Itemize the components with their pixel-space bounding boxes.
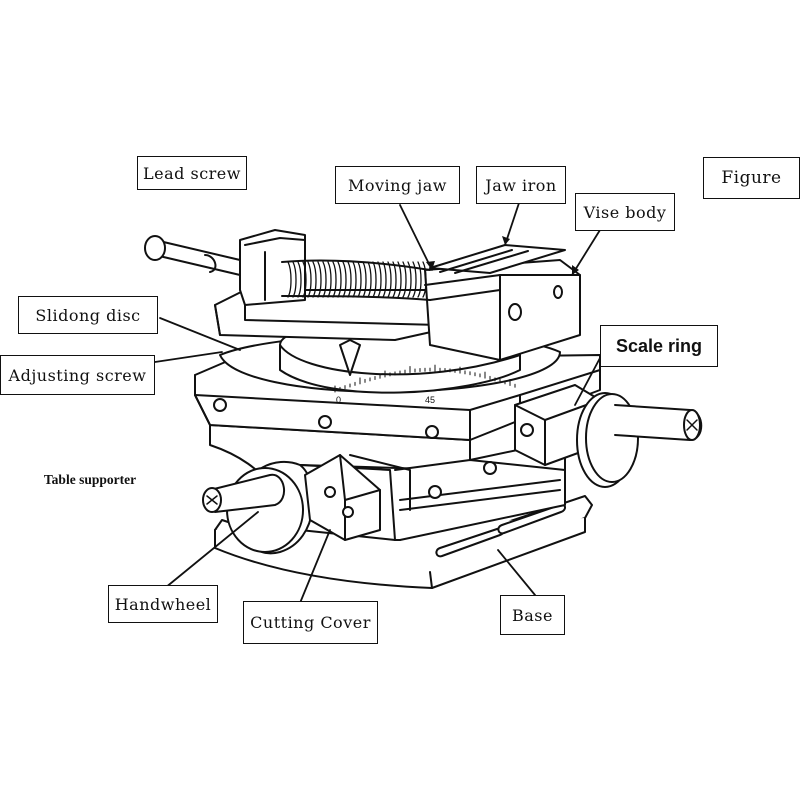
screw-thread (297, 261, 302, 298)
leader-scale-ring (574, 357, 601, 406)
label-scale-ring: Scale ring (600, 325, 718, 367)
label-lead-screw: Lead screw (137, 156, 247, 190)
scale-45-label: 45 (425, 395, 435, 405)
screw-thread (302, 261, 307, 298)
screw-thread (347, 261, 352, 298)
leader-handwheel (164, 511, 259, 589)
label-handwheel: Handwheel (108, 585, 218, 623)
screw-thread (317, 261, 322, 298)
screw-thread (312, 261, 317, 298)
screw-thread (382, 261, 387, 298)
screw-thread (377, 261, 382, 298)
cutting-cover-bracket (304, 454, 411, 541)
screw-thread (342, 261, 347, 298)
screw-thread (397, 261, 402, 298)
right-handwheel (576, 392, 703, 488)
scale-zero-label: 0 (336, 395, 341, 405)
label-adjusting-screw: Adjusting screw (0, 355, 155, 395)
screw-thread (387, 261, 392, 298)
leader-lines (154, 199, 601, 604)
screw-thread (352, 261, 357, 298)
label-slidong-disc: Slidong disc (18, 296, 158, 334)
leader-moving-jaw (399, 204, 433, 271)
screw-thread (422, 261, 427, 298)
screw-thread (407, 261, 412, 298)
screw-thread (287, 261, 292, 298)
screw-thread (412, 261, 417, 298)
screw-thread (402, 261, 407, 298)
left-handwheel (202, 460, 315, 555)
leader-base (497, 549, 536, 596)
leader-vise-body (571, 229, 601, 276)
screw-thread (392, 261, 397, 298)
screw-thread (337, 261, 342, 298)
label-base: Base (500, 595, 565, 635)
screw-thread (322, 261, 327, 298)
leader-arrowheads (426, 236, 579, 275)
screw-thread (362, 261, 367, 298)
leader-slidong-disc (159, 317, 241, 351)
leader-cutting-cover (299, 529, 331, 604)
vise-body (144, 229, 581, 361)
screw-thread (307, 261, 312, 298)
screw-thread (357, 261, 362, 298)
label-figure: Figure (703, 157, 800, 199)
screw-thread (417, 261, 422, 298)
label-cutting-cover: Cutting Cover (243, 601, 378, 644)
label-jaw-iron: Jaw iron (476, 166, 566, 204)
screw-thread (367, 261, 372, 298)
leader-adjusting-screw (154, 351, 223, 363)
screw-thread (327, 261, 332, 298)
screw-thread (372, 261, 377, 298)
screw-thread (332, 261, 337, 298)
leader-jaw-iron (504, 199, 521, 246)
label-vise-body: Vise body (575, 193, 675, 231)
label-moving-jaw: Moving jaw (335, 166, 460, 204)
screw-thread (292, 261, 297, 298)
label-table-supporter: Table supporter (43, 472, 137, 487)
